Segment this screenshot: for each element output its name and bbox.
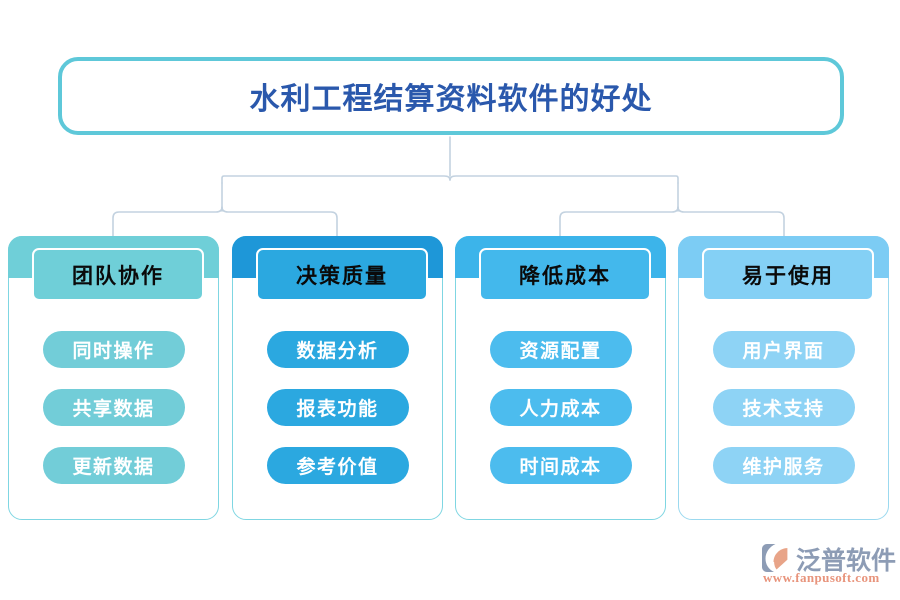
list-item-label: 维护服务 xyxy=(742,457,825,478)
card-item-list: 同时操作 共享数据 更新数据 xyxy=(8,331,219,505)
card-item-list: 数据分析 报表功能 参考价值 xyxy=(232,331,443,505)
list-item[interactable]: 参考价值 xyxy=(266,447,409,484)
list-item-label: 参考价值 xyxy=(296,457,379,478)
list-item-label: 更新数据 xyxy=(72,457,155,478)
list-item[interactable]: 共享数据 xyxy=(42,389,185,426)
card-header[interactable]: 决策质量 xyxy=(256,248,428,301)
list-item[interactable]: 技术支持 xyxy=(712,389,855,426)
page-title: 水利工程结算资料软件的好处 xyxy=(249,83,653,116)
column-easy-to-use[interactable]: 易于使用 用户界面 技术支持 维护服务 xyxy=(678,236,889,520)
fanpu-logo-icon xyxy=(762,544,789,572)
list-item[interactable]: 时间成本 xyxy=(489,447,632,484)
list-item[interactable]: 更新数据 xyxy=(42,447,185,484)
list-item-label: 同时操作 xyxy=(72,341,155,362)
connector-card2 xyxy=(221,206,338,237)
card-item-list: 用户界面 技术支持 维护服务 xyxy=(678,331,889,505)
card-header[interactable]: 降低成本 xyxy=(479,248,651,301)
column-reduce-cost[interactable]: 降低成本 资源配置 人力成本 时间成本 xyxy=(455,236,666,520)
card-header-label: 团队协作 xyxy=(72,263,164,288)
connector-card4 xyxy=(677,206,785,237)
list-item[interactable]: 同时操作 xyxy=(42,331,185,368)
list-item-label: 报表功能 xyxy=(296,399,379,420)
brand-url: www.fanpusoft.com xyxy=(763,570,880,585)
connector-card3 xyxy=(559,206,679,237)
list-item[interactable]: 用户界面 xyxy=(712,331,855,368)
list-item-label: 技术支持 xyxy=(742,399,825,420)
list-item[interactable]: 人力成本 xyxy=(489,389,632,426)
connector-top-left xyxy=(221,175,451,184)
connector-top-right xyxy=(449,175,679,184)
list-item-label: 共享数据 xyxy=(72,399,155,420)
list-item-label: 用户界面 xyxy=(742,341,825,362)
column-team-collaboration[interactable]: 团队协作 同时操作 共享数据 更新数据 xyxy=(8,236,219,520)
list-item[interactable]: 维护服务 xyxy=(712,447,855,484)
list-item-label: 人力成本 xyxy=(519,399,602,420)
list-item-label: 资源配置 xyxy=(519,341,602,362)
column-decision-quality[interactable]: 决策质量 数据分析 报表功能 参考价值 xyxy=(232,236,443,520)
diagram-title-box: 水利工程结算资料软件的好处 xyxy=(58,57,844,135)
connector-card1 xyxy=(112,206,223,237)
list-item[interactable]: 报表功能 xyxy=(266,389,409,426)
card-header[interactable]: 团队协作 xyxy=(32,248,204,301)
list-item[interactable]: 资源配置 xyxy=(489,331,632,368)
card-header-label: 降低成本 xyxy=(519,263,611,288)
list-item-label: 时间成本 xyxy=(519,457,602,478)
brand-name: 泛普软件 xyxy=(796,547,897,575)
card-header[interactable]: 易于使用 xyxy=(702,248,874,301)
card-header-label: 易于使用 xyxy=(742,263,834,288)
brand-logo: 泛普软件 www.fanpusoft.com xyxy=(762,541,896,589)
card-header-label: 决策质量 xyxy=(296,263,388,288)
list-item[interactable]: 数据分析 xyxy=(266,331,409,368)
list-item-label: 数据分析 xyxy=(296,341,379,362)
card-item-list: 资源配置 人力成本 时间成本 xyxy=(455,331,666,505)
